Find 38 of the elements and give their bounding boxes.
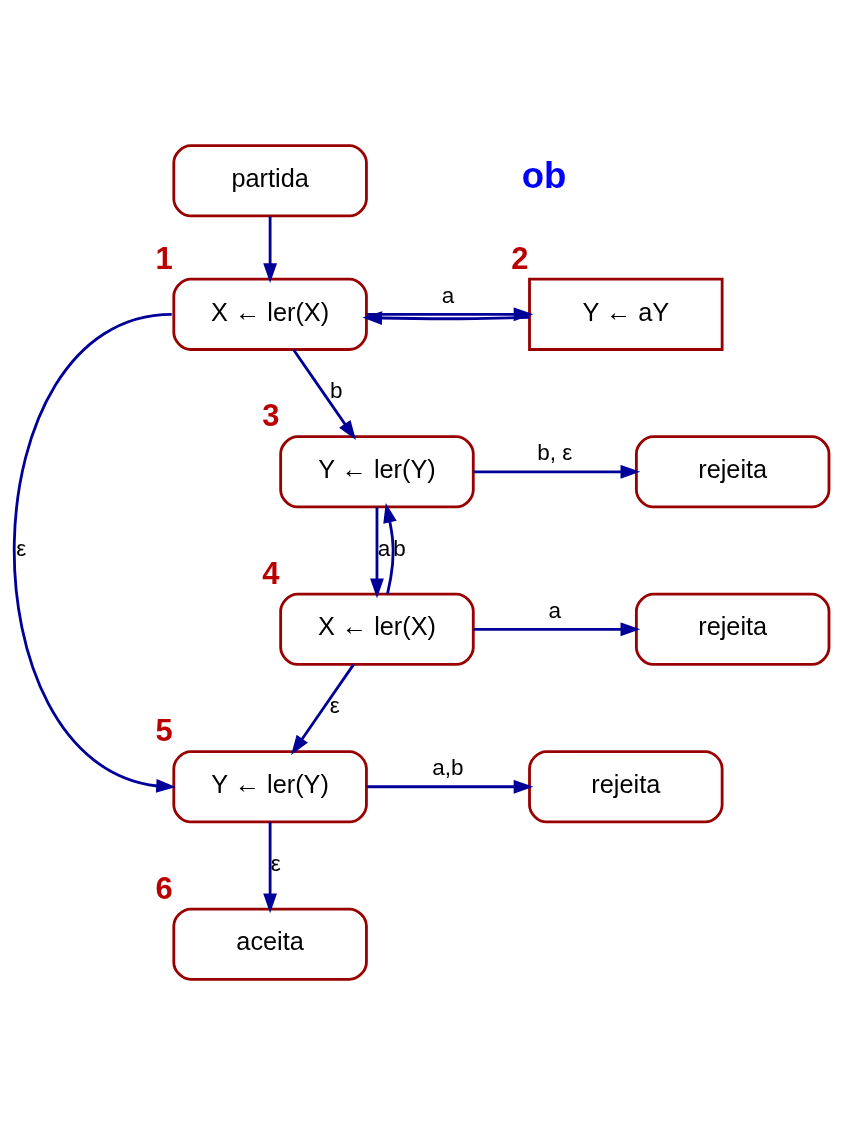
edge-label: ε (329, 693, 340, 719)
arrow (370, 507, 384, 599)
node-label: 6 (155, 870, 173, 906)
node-box: Y ← ler(Y) (279, 435, 475, 509)
edge-label: b (329, 378, 343, 404)
node-box: partida (172, 144, 368, 218)
edge-label: a (548, 597, 562, 623)
edge-label: a (377, 535, 391, 561)
node-box: rejeita (634, 435, 831, 509)
label: ob (521, 155, 567, 197)
edge-label: a (441, 282, 455, 308)
node-box: X ← ler(X) (279, 592, 475, 666)
edge-label: ε (16, 535, 27, 561)
arrow (263, 216, 277, 284)
node-box: Y ← ler(Y) (172, 750, 368, 824)
arrow (13, 312, 176, 793)
arrow (362, 311, 530, 325)
node-label: 2 (511, 240, 529, 276)
node-box: rejeita (634, 592, 831, 666)
node-box: rejeita (528, 750, 724, 824)
edge-label: b, ε (537, 440, 573, 466)
edge-label: b (393, 535, 406, 561)
arrow (292, 348, 356, 441)
edge-label: ε (270, 850, 281, 876)
arrow (473, 464, 641, 479)
node-label: 3 (262, 398, 280, 434)
arrow (366, 779, 534, 794)
arrow (263, 822, 277, 914)
node-label: 5 (155, 713, 173, 749)
edge-label: a,b (432, 755, 464, 781)
arrow (291, 663, 355, 755)
arrow (473, 622, 641, 637)
node-label: 1 (155, 240, 173, 276)
arrow (383, 503, 397, 595)
node-label: 4 (262, 555, 280, 591)
node-box: X ← ler(X) (172, 277, 368, 351)
node-box: Y ← aY (528, 277, 724, 351)
node-box: aceita (172, 907, 368, 981)
